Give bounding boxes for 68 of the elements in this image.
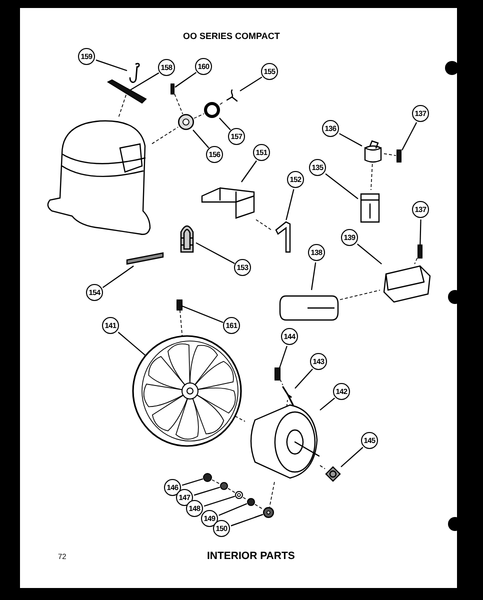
assembly-line	[220, 101, 224, 105]
washer-drawing	[235, 491, 243, 499]
assembly-line	[234, 416, 246, 422]
leader-line	[219, 118, 231, 130]
leader-line	[420, 219, 422, 246]
leader-line	[204, 496, 236, 507]
assembly-line	[340, 290, 380, 300]
ring-drawing	[204, 102, 220, 118]
leader-line	[129, 72, 160, 91]
washer-drawing	[220, 482, 228, 490]
screw-drawing	[396, 150, 402, 162]
assembly-line	[280, 378, 284, 386]
assembly-line	[180, 310, 183, 337]
leader-line	[357, 244, 382, 264]
screw-drawing	[170, 84, 175, 94]
leader-line	[279, 346, 288, 368]
cap-drawing	[362, 140, 384, 164]
screw-drawing	[275, 368, 280, 380]
plate-drawing	[325, 466, 341, 482]
assembly-line	[118, 94, 126, 118]
leader-line	[174, 72, 197, 88]
assembly-line	[269, 482, 275, 508]
compressor-drawing	[45, 118, 152, 238]
assembly-line	[194, 113, 204, 119]
rod-drawing	[107, 80, 147, 104]
diagram-title: OO SERIES COMPACT	[183, 31, 280, 41]
leader-line	[230, 514, 264, 526]
assembly-line	[256, 219, 272, 231]
leader-line	[402, 122, 418, 151]
assembly-line	[384, 153, 396, 156]
assembly-line	[286, 400, 288, 408]
screw-drawing	[177, 300, 182, 310]
leader-line	[340, 446, 364, 468]
leader-line	[218, 503, 248, 516]
page-caption: INTERIOR PARTS	[207, 550, 295, 562]
assembly-line	[370, 164, 373, 190]
leader-line	[339, 133, 362, 146]
hook-drawing	[127, 62, 141, 84]
assembly-line	[242, 496, 248, 500]
leader-line	[192, 130, 210, 148]
leader-line	[96, 60, 128, 72]
leader-line	[194, 486, 220, 496]
clip-drawing	[281, 385, 295, 407]
fan-blade-drawing	[132, 335, 242, 447]
leader-line	[118, 332, 146, 356]
leader-line	[320, 398, 336, 411]
nut-drawing	[247, 498, 255, 506]
nut-drawing	[203, 473, 212, 482]
strip-drawing	[125, 250, 165, 266]
assembly-line	[254, 504, 264, 510]
screw-drawing	[417, 245, 423, 258]
leader-line	[240, 76, 262, 92]
assembly-line	[212, 479, 220, 484]
leader-line	[286, 189, 294, 220]
assembly-line	[174, 94, 184, 114]
leader-line	[294, 368, 313, 389]
leader-line	[102, 266, 134, 288]
assembly-line	[320, 465, 326, 470]
leader-line	[325, 173, 358, 200]
leader-line	[241, 160, 257, 182]
leader-line	[196, 242, 235, 264]
leader-line	[182, 478, 204, 486]
leader-line	[310, 262, 316, 290]
assembly-line	[228, 488, 236, 493]
assembly-line	[414, 258, 418, 264]
leader-line	[182, 305, 224, 323]
assembly-line	[152, 126, 178, 144]
wire-clip-drawing	[224, 88, 240, 104]
